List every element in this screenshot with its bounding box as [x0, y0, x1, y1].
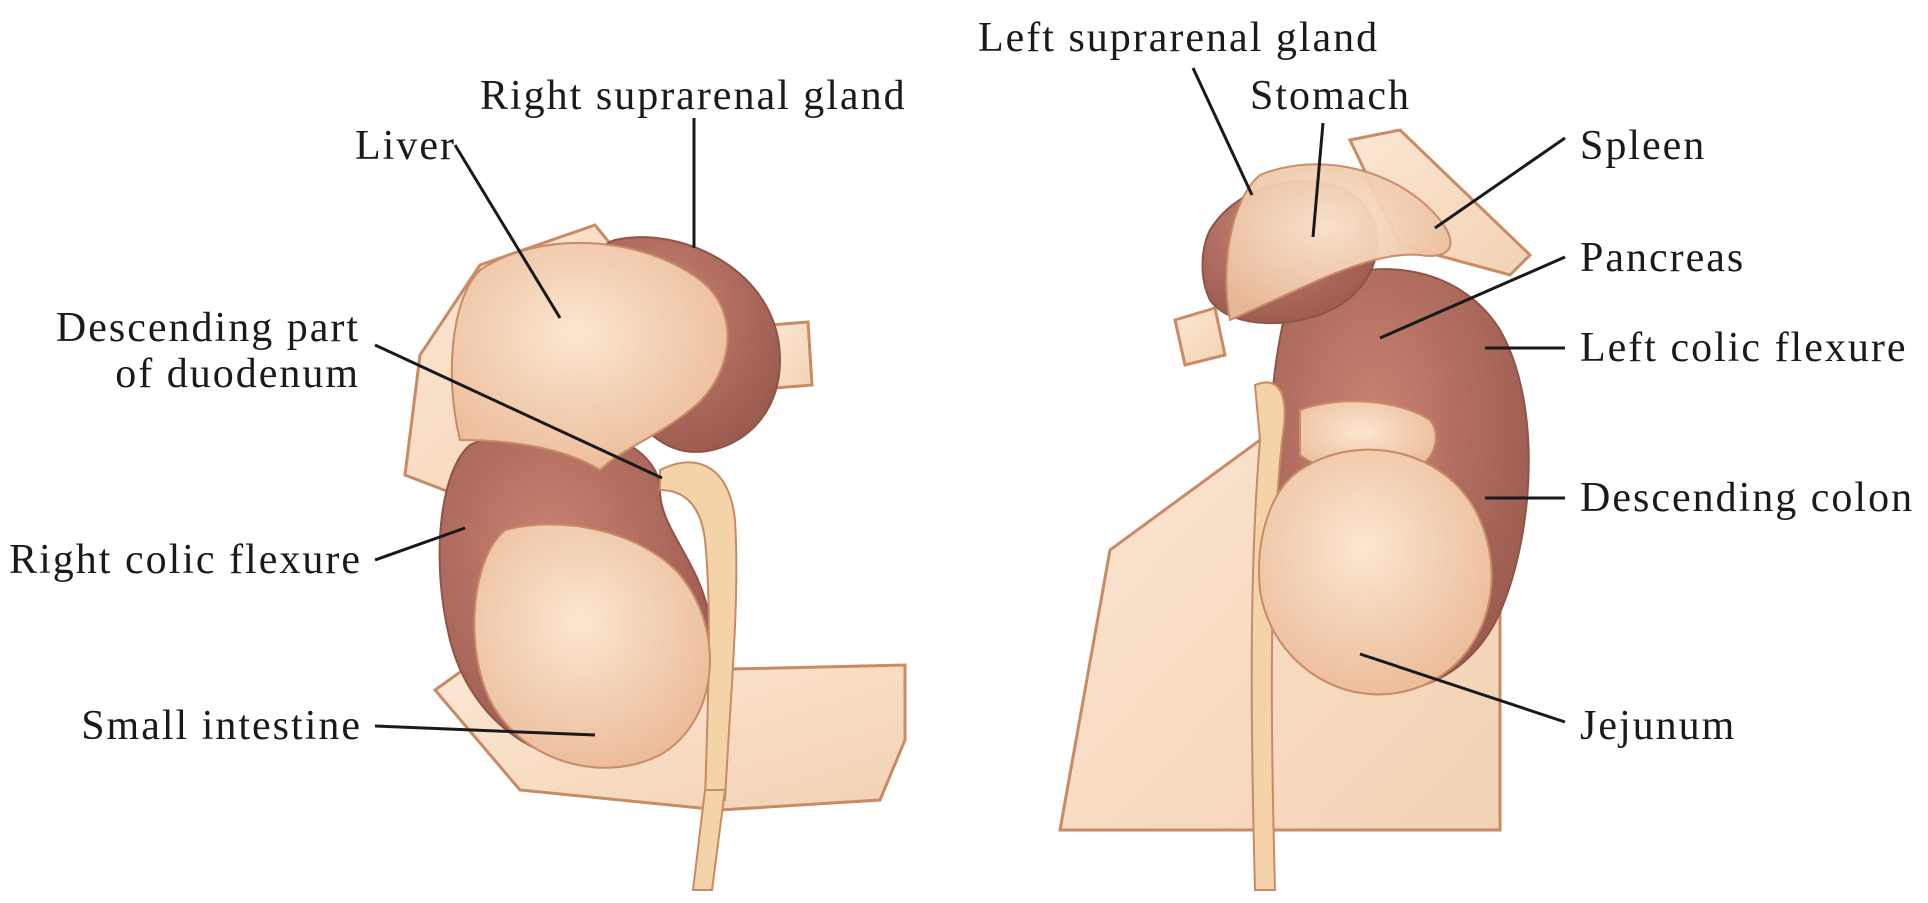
label-left-colic-flexure: Left colic flexure	[1580, 326, 1908, 370]
label-small-intestine: Small intestine	[20, 704, 362, 748]
label-left-suprarenal-gland: Left suprarenal gland	[978, 16, 1379, 60]
left-kidney-figure	[1060, 130, 1530, 890]
label-right-suprarenal-gland: Right suprarenal gland	[480, 74, 907, 118]
label-descending-duodenum-line1: Descending part	[20, 306, 360, 350]
right-kidney-figure	[405, 225, 905, 890]
leader-left-suprarenal	[1193, 68, 1252, 195]
label-stomach: Stomach	[1250, 74, 1411, 118]
stomach-tab	[1175, 308, 1225, 365]
label-jejunum: Jejunum	[1580, 704, 1736, 748]
label-descending-duodenum-line2: of duodenum	[20, 352, 360, 396]
label-pancreas: Pancreas	[1580, 236, 1745, 280]
label-descending-colon: Descending colon	[1580, 476, 1914, 520]
label-liver: Liver	[355, 124, 456, 168]
label-right-colic-flexure: Right colic flexure	[0, 538, 362, 582]
label-spleen: Spleen	[1580, 124, 1706, 168]
